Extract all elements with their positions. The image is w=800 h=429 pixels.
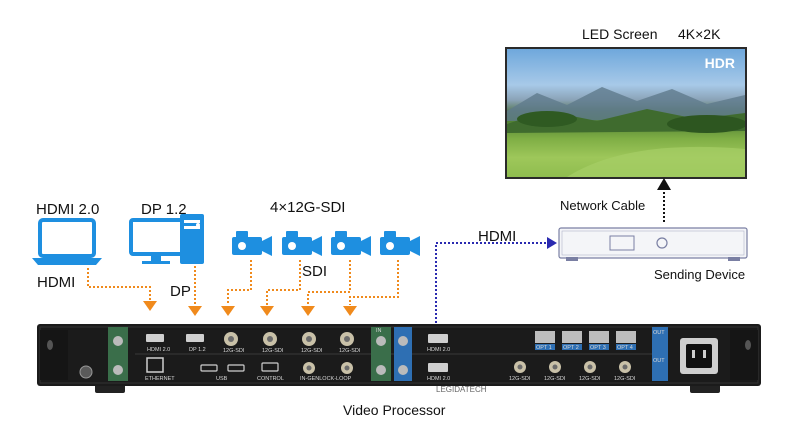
hdr-badge: HDR xyxy=(704,55,735,71)
sdi-input-port: 12G-SDI xyxy=(223,332,245,354)
video-processor-label: Video Processor xyxy=(343,402,446,418)
svg-text:12G-SDI: 12G-SDI xyxy=(339,348,361,354)
sending-device xyxy=(558,227,748,261)
usb-ports: USB xyxy=(200,364,245,382)
desktop-pc-icon xyxy=(129,214,204,264)
sdi-link-label: SDI xyxy=(302,263,328,280)
in-card-slot: IN xyxy=(371,327,412,381)
camera-icon xyxy=(331,231,371,256)
orange-input-connectors xyxy=(87,260,399,305)
camera-icon xyxy=(232,231,272,256)
svg-text:HDMI 2.0: HDMI 2.0 xyxy=(147,347,170,353)
svg-text:IN-GENLOCK-LOOP: IN-GENLOCK-LOOP xyxy=(300,376,352,382)
svg-text:HDMI 2.0: HDMI 2.0 xyxy=(427,376,450,382)
network-cable-label: Network Cable xyxy=(560,198,646,213)
svg-text:OPT 3: OPT 3 xyxy=(590,345,606,351)
svg-text:12G-SDI: 12G-SDI xyxy=(614,376,636,382)
sdi-output-port: 12G-SDI xyxy=(509,361,531,382)
sdi-output-port: 12G-SDI xyxy=(579,361,601,382)
sdi-input-port: 12G-SDI xyxy=(339,332,361,354)
sdi-input-port: 12G-SDI xyxy=(262,332,284,354)
power-inlet xyxy=(680,338,718,374)
sdi-input-port: 12G-SDI xyxy=(301,332,323,354)
svg-text:12G-SDI: 12G-SDI xyxy=(544,376,566,382)
opt-port: OPT 4 xyxy=(616,331,636,351)
brand-watermark: LEGIDATECH xyxy=(436,385,487,394)
laptop-icon xyxy=(32,218,102,265)
svg-text:USB: USB xyxy=(216,376,228,382)
dp-link-label: DP xyxy=(170,283,191,300)
out-card-slot: OUT OUT xyxy=(652,327,668,381)
hdmi-2-0-input-port: HDMI 2.0 xyxy=(146,334,170,353)
svg-text:OPT 1: OPT 1 xyxy=(536,345,552,351)
sdi-output-port: 12G-SDI xyxy=(614,361,636,382)
svg-text:OUT: OUT xyxy=(653,358,665,364)
hdmi-output-connector xyxy=(435,237,557,323)
genlock-ports: IN-GENLOCK-LOOP xyxy=(300,362,353,382)
control-port: CONTROL xyxy=(257,362,284,382)
hdmi-output-port: HDMI 2.0 xyxy=(427,334,450,353)
hdmi-source-label: HDMI 2.0 xyxy=(36,201,100,218)
hdmi-link-label: HDMI xyxy=(37,274,76,291)
dp-1-2-input-port: DP 1.2 xyxy=(186,334,206,353)
svg-text:12G-SDI: 12G-SDI xyxy=(579,376,601,382)
opt-port: OPT 3 xyxy=(589,331,609,351)
svg-text:IN: IN xyxy=(376,328,382,334)
led-screen-resolution: 4K×2K xyxy=(678,26,721,42)
dp-source-label: DP 1.2 xyxy=(141,201,187,218)
sending-device-label: Sending Device xyxy=(654,267,746,282)
svg-text:12G-SDI: 12G-SDI xyxy=(223,348,245,354)
network-cable-connector xyxy=(657,178,671,222)
orange-arrowheads xyxy=(143,301,357,316)
led-screen-title: LED Screen xyxy=(582,26,658,42)
ethernet-port: ETHERNET xyxy=(145,357,175,382)
svg-text:OPT 4: OPT 4 xyxy=(617,345,633,351)
svg-text:12G-SDI: 12G-SDI xyxy=(509,376,531,382)
camera-icon xyxy=(282,231,322,256)
sdi-output-port: 12G-SDI xyxy=(544,361,566,382)
opt-port: OPT 2 xyxy=(562,331,582,351)
svg-text:12G-SDI: 12G-SDI xyxy=(262,348,284,354)
svg-text:12G-SDI: 12G-SDI xyxy=(301,348,323,354)
svg-text:CONTROL: CONTROL xyxy=(257,376,284,382)
hdmi-out-label: HDMI xyxy=(478,228,517,245)
svg-text:ETHERNET: ETHERNET xyxy=(145,376,175,382)
sdi-source-label: 4×12G-SDI xyxy=(270,199,346,216)
svg-text:HDMI 2.0: HDMI 2.0 xyxy=(427,347,450,353)
svg-text:DP 1.2: DP 1.2 xyxy=(189,347,206,353)
hdmi-output-port: HDMI 2.0 xyxy=(427,363,450,382)
camera-icon xyxy=(380,231,420,256)
opt-port: OPT 1 xyxy=(535,331,555,351)
svg-text:OPT 2: OPT 2 xyxy=(563,345,579,351)
svg-text:OUT: OUT xyxy=(653,330,665,336)
led-screen-image: HDR xyxy=(505,47,747,179)
